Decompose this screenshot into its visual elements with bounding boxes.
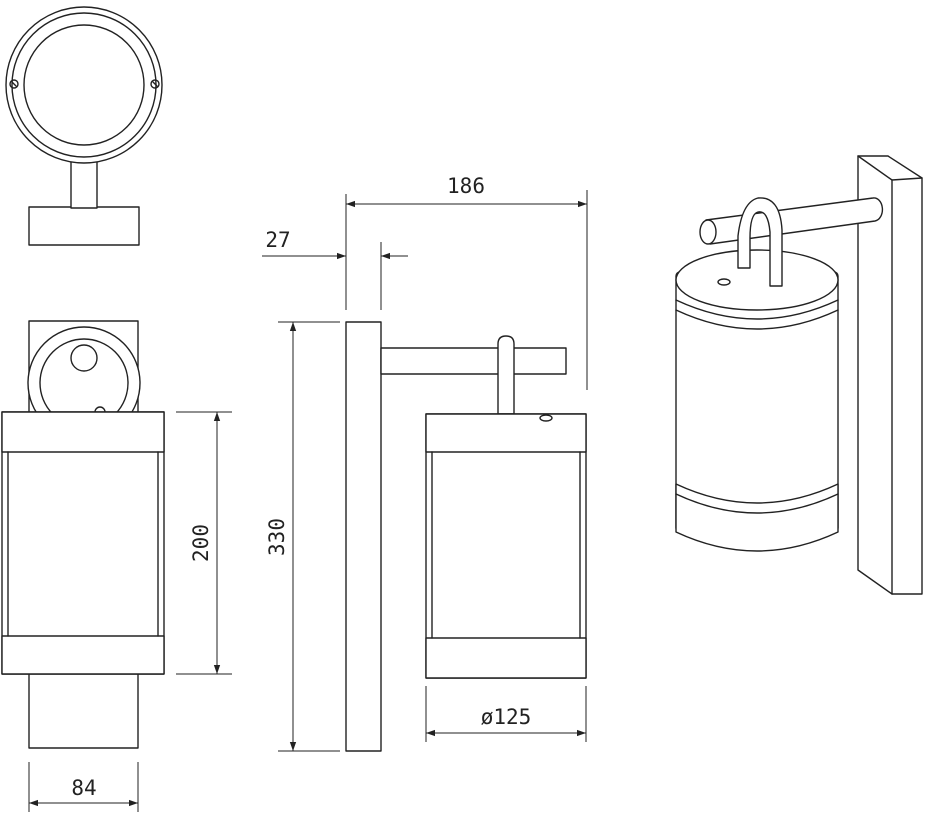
iso-hook [737,197,783,287]
top-view-arm [70,159,98,209]
side-view-top-band [425,413,587,453]
dimension-27: 27 [262,228,408,310]
dimension-125: ø125 [425,686,587,742]
iso-wall-plate [857,155,923,595]
front-view-lamp-body [1,411,165,675]
top-view-glass [23,24,145,146]
dimension-330: 330 [265,321,340,752]
side-view-arm [380,347,567,375]
iso-bottom-band [675,483,839,552]
dimension-84: 84 [28,762,139,812]
iso-lamp-top [675,249,839,311]
isometric-view [675,155,923,595]
dim-lamp-diameter: ø125 [481,705,532,729]
dim-plate-width: 84 [71,776,96,800]
dim-overall-height: 330 [265,518,289,556]
top-view-outer-ring [5,6,163,164]
side-view [345,321,587,752]
dim-plate-thickness: 27 [265,228,290,252]
front-view-bottom-plate [28,671,139,749]
dimension-200: 200 [176,411,232,675]
top-view-screw-left [9,79,19,89]
top-view-screw-right [150,79,160,89]
front-view-arm-end [70,344,98,372]
side-view-wall-plate [345,321,382,752]
side-view-lamp-body [425,413,587,679]
top-view-wall-plate [28,206,140,246]
iso-arm [705,197,884,245]
side-view-hook [497,335,515,415]
top-view [5,6,163,246]
front-view-bottom-band [1,635,165,675]
front-view [1,320,165,749]
side-view-bottom-band [425,637,587,679]
dimension-186: 186 [345,174,588,390]
dim-overall-depth: 186 [447,174,485,198]
front-view-top-band [1,411,165,453]
dim-lamp-height: 200 [189,524,213,562]
